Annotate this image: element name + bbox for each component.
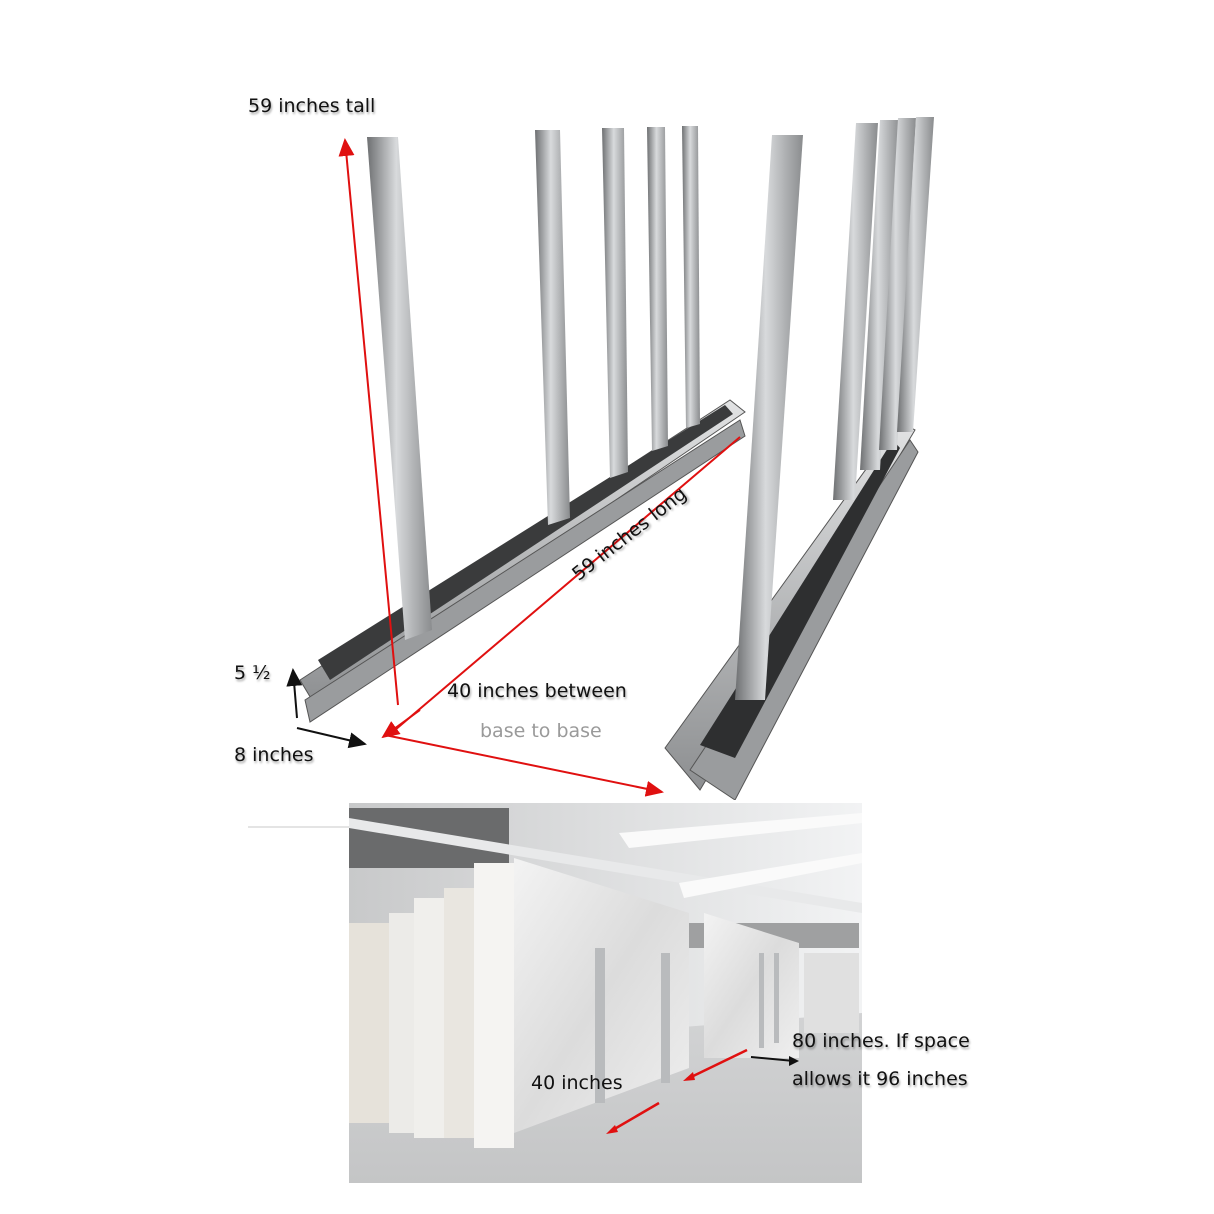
warehouse-photo	[349, 803, 862, 1183]
right-uprights	[735, 117, 934, 700]
rack-illustration	[286, 117, 934, 800]
base-height-arrow	[286, 668, 303, 719]
height-arrow	[338, 138, 399, 706]
base-width-arrow	[296, 727, 367, 749]
left-uprights	[367, 126, 700, 640]
spacing-sublabel: base to base	[480, 720, 602, 742]
spacing-arrow-head-left	[381, 709, 421, 739]
base-height-label: 5 ½	[234, 662, 271, 684]
height-label: 59 inches tall	[248, 95, 376, 117]
spacing-arrow	[384, 734, 664, 797]
aisle-label-line1: 80 inches. If space	[792, 1030, 970, 1052]
spacing-label: 40 inches between	[447, 680, 627, 702]
length-line	[394, 436, 741, 731]
aisle-label-line2: allows it 96 inches	[792, 1068, 968, 1090]
left-base-rail	[299, 399, 746, 723]
right-base-rail	[664, 421, 919, 800]
rack-gap-label: 40 inches	[531, 1072, 623, 1094]
base-width-label: 8 inches	[234, 744, 314, 766]
divider-line	[248, 826, 349, 828]
